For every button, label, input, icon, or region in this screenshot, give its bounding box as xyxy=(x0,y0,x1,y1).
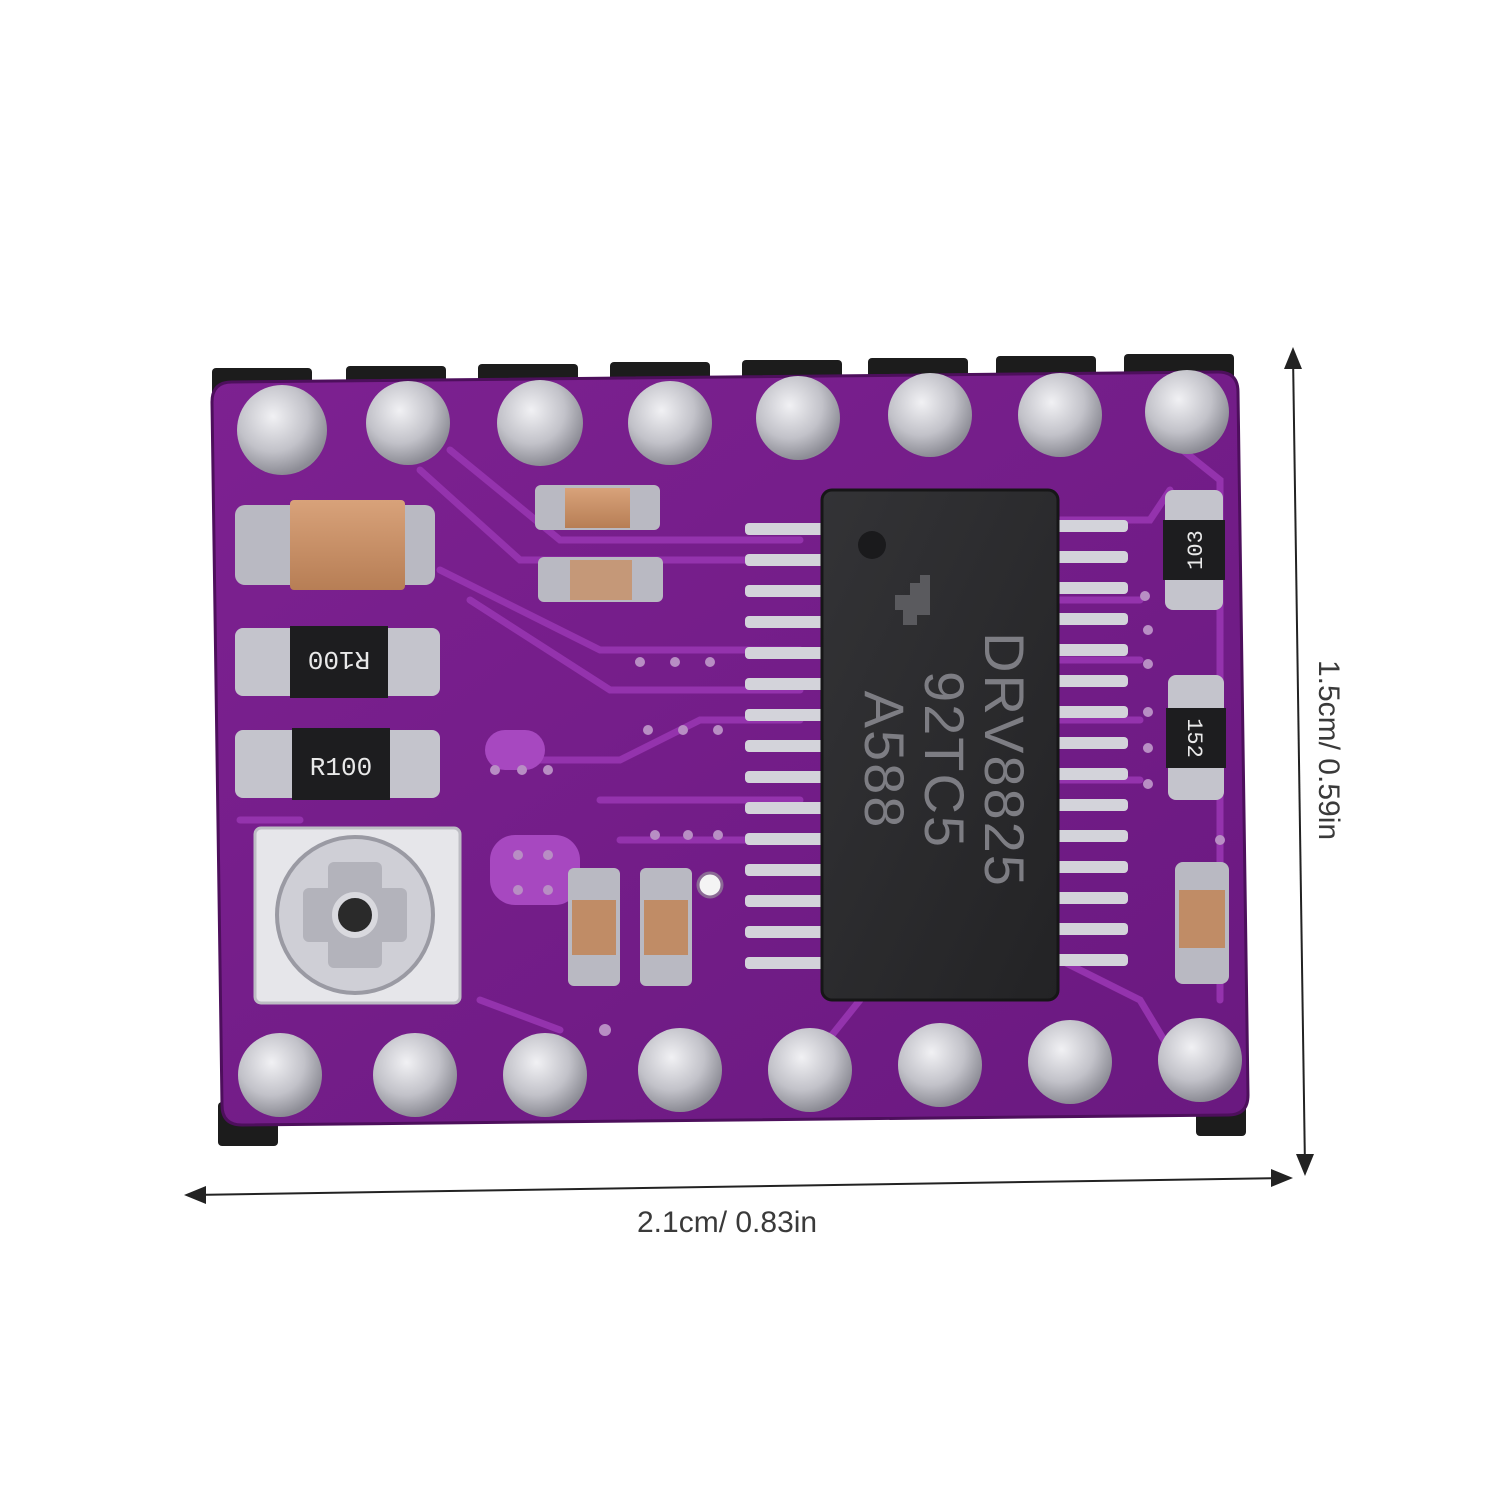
ic-marking-date: A588 xyxy=(853,691,916,830)
resistor-label-1: R100 xyxy=(308,644,370,674)
potentiometer xyxy=(253,826,462,1005)
capacitor-small-3 xyxy=(568,868,620,986)
capacitor-small-1 xyxy=(535,485,660,530)
ic-pins-left xyxy=(745,523,825,969)
pcb-vias xyxy=(490,591,1225,1036)
resistor-r100-2: R100 xyxy=(235,728,440,800)
ic-pin1-dot xyxy=(858,531,886,559)
resistor-label-3: 103 xyxy=(1184,530,1209,570)
capacitor-large xyxy=(235,500,435,590)
height-dimension-label: 1.5cm/ 0.59in xyxy=(1312,659,1345,841)
resistor-r100-1: R100 xyxy=(235,626,440,698)
pcb-traces-pads xyxy=(485,730,580,905)
ic-marking-part-number: DRV8825 xyxy=(973,632,1036,888)
bottom-pin-pads xyxy=(238,1018,1242,1117)
width-dimension-label: 2.1cm/ 0.83in xyxy=(637,1206,818,1239)
ic-pins-right xyxy=(1050,520,1128,966)
resistor-label-4: 152 xyxy=(1181,718,1206,758)
potentiometer-screw-icon xyxy=(332,892,378,938)
capacitor-small-2 xyxy=(538,557,663,602)
ic-marking-lot: 92TC5 xyxy=(913,671,976,849)
top-pin-pads xyxy=(237,370,1229,475)
capacitor-small-4 xyxy=(640,868,692,986)
resistor-label-2: R100 xyxy=(310,753,372,783)
resistor-103: 103 xyxy=(1163,490,1225,610)
height-dimension-arrow xyxy=(1284,347,1314,1176)
capacitor-right xyxy=(1175,862,1229,984)
width-dimension-arrow xyxy=(184,1169,1293,1204)
resistor-152: 152 xyxy=(1166,675,1226,800)
ti-logo-icon xyxy=(895,575,930,625)
driver-ic: DRV8825 92TC5 A588 xyxy=(820,488,1060,1002)
